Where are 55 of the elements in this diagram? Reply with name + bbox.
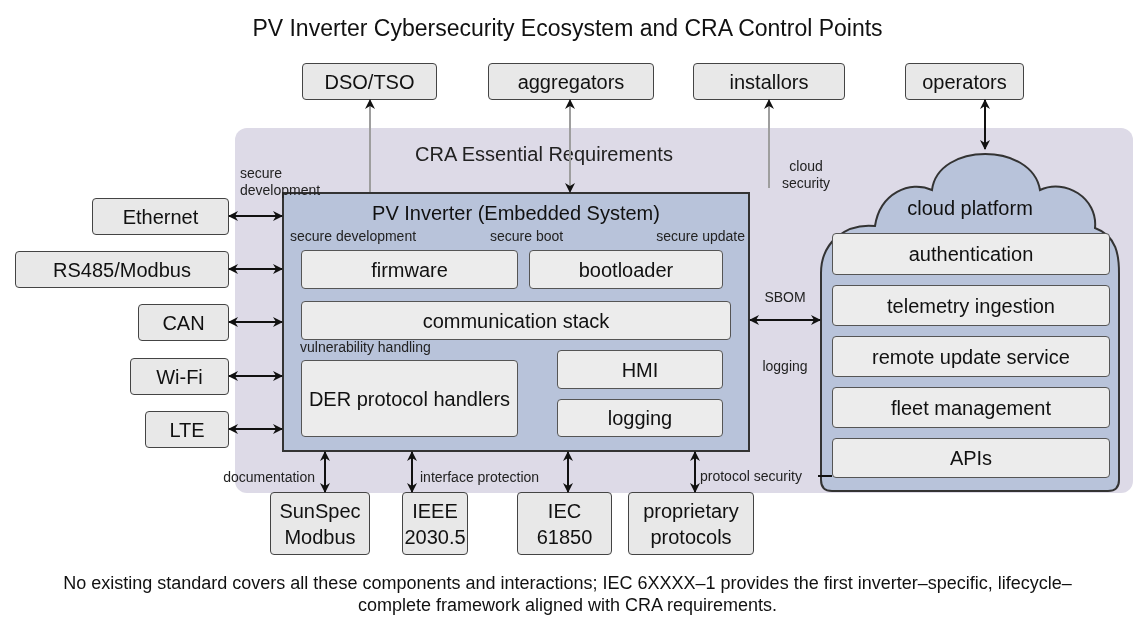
component-box: APIs [832,438,1110,478]
arrow [980,99,990,150]
arrow [228,317,283,327]
band-heading: CRA Essential Requirements [415,142,673,166]
annotation-label: secure development [290,228,418,245]
arrow [565,99,575,193]
arrow [228,211,283,221]
entity-box: LTE [145,411,229,448]
entity-box: IEC 61850 [517,492,612,555]
arrow [228,371,283,381]
entity-box: installors [693,63,845,100]
arrow [764,99,774,189]
arrow [563,451,573,493]
annotation-label: cloud security [780,158,832,192]
component-box: HMI [557,350,723,389]
arrow [365,99,375,193]
component-box: communication stack [301,301,731,340]
component-box: firmware [301,250,518,289]
annotation-label: SBOM [763,289,807,306]
annotation-label: documentation [222,469,315,486]
entity-box: Ethernet [92,198,229,235]
entity-box: SunSpec Modbus [270,492,370,555]
cloud-heading: cloud platform [906,196,1034,220]
component-box: authentication [832,233,1110,275]
annotation-label: secure boot [490,228,565,245]
diagram-title: PV Inverter Cybersecurity Ecosystem and CRA Control Points [251,14,884,42]
entity-box: proprietary protocols [628,492,754,555]
arrow [749,315,821,325]
entity-box: aggregators [488,63,654,100]
arrow [228,424,283,434]
arrow [320,451,330,493]
arrow [690,451,700,493]
entity-box: RS485/Modbus [15,251,229,288]
diagram-caption: No existing standard covers all these components and interactions; IEC 6XXXX–1 provides the first inverter–specific, lifecycle–complete framework aligned with CRA requirements. [62,572,1073,616]
arrow [228,264,283,274]
entity-box: operators [905,63,1024,100]
annotation-label: interface protection [420,469,541,486]
component-box: bootloader [529,250,723,289]
entity-box: CAN [138,304,229,341]
annotation-label: secure development [240,165,322,199]
component-box: logging [557,399,723,437]
arrow [407,451,417,493]
annotation-label: secure update [655,228,745,245]
component-box: DER protocol handlers [301,360,518,437]
component-box: telemetry ingestion [832,285,1110,326]
annotation-label: vulnerability handling [300,339,432,356]
leader-line [817,475,833,477]
component-box: fleet management [832,387,1110,428]
entity-box: Wi-Fi [130,358,229,395]
system-heading: PV Inverter (Embedded System) [371,201,661,225]
component-box: remote update service [832,336,1110,377]
entity-box: DSO/TSO [302,63,437,100]
edge-label: protocol security [700,467,818,485]
annotation-label: logging [761,358,809,375]
entity-box: IEEE 2030.5 [402,492,468,555]
